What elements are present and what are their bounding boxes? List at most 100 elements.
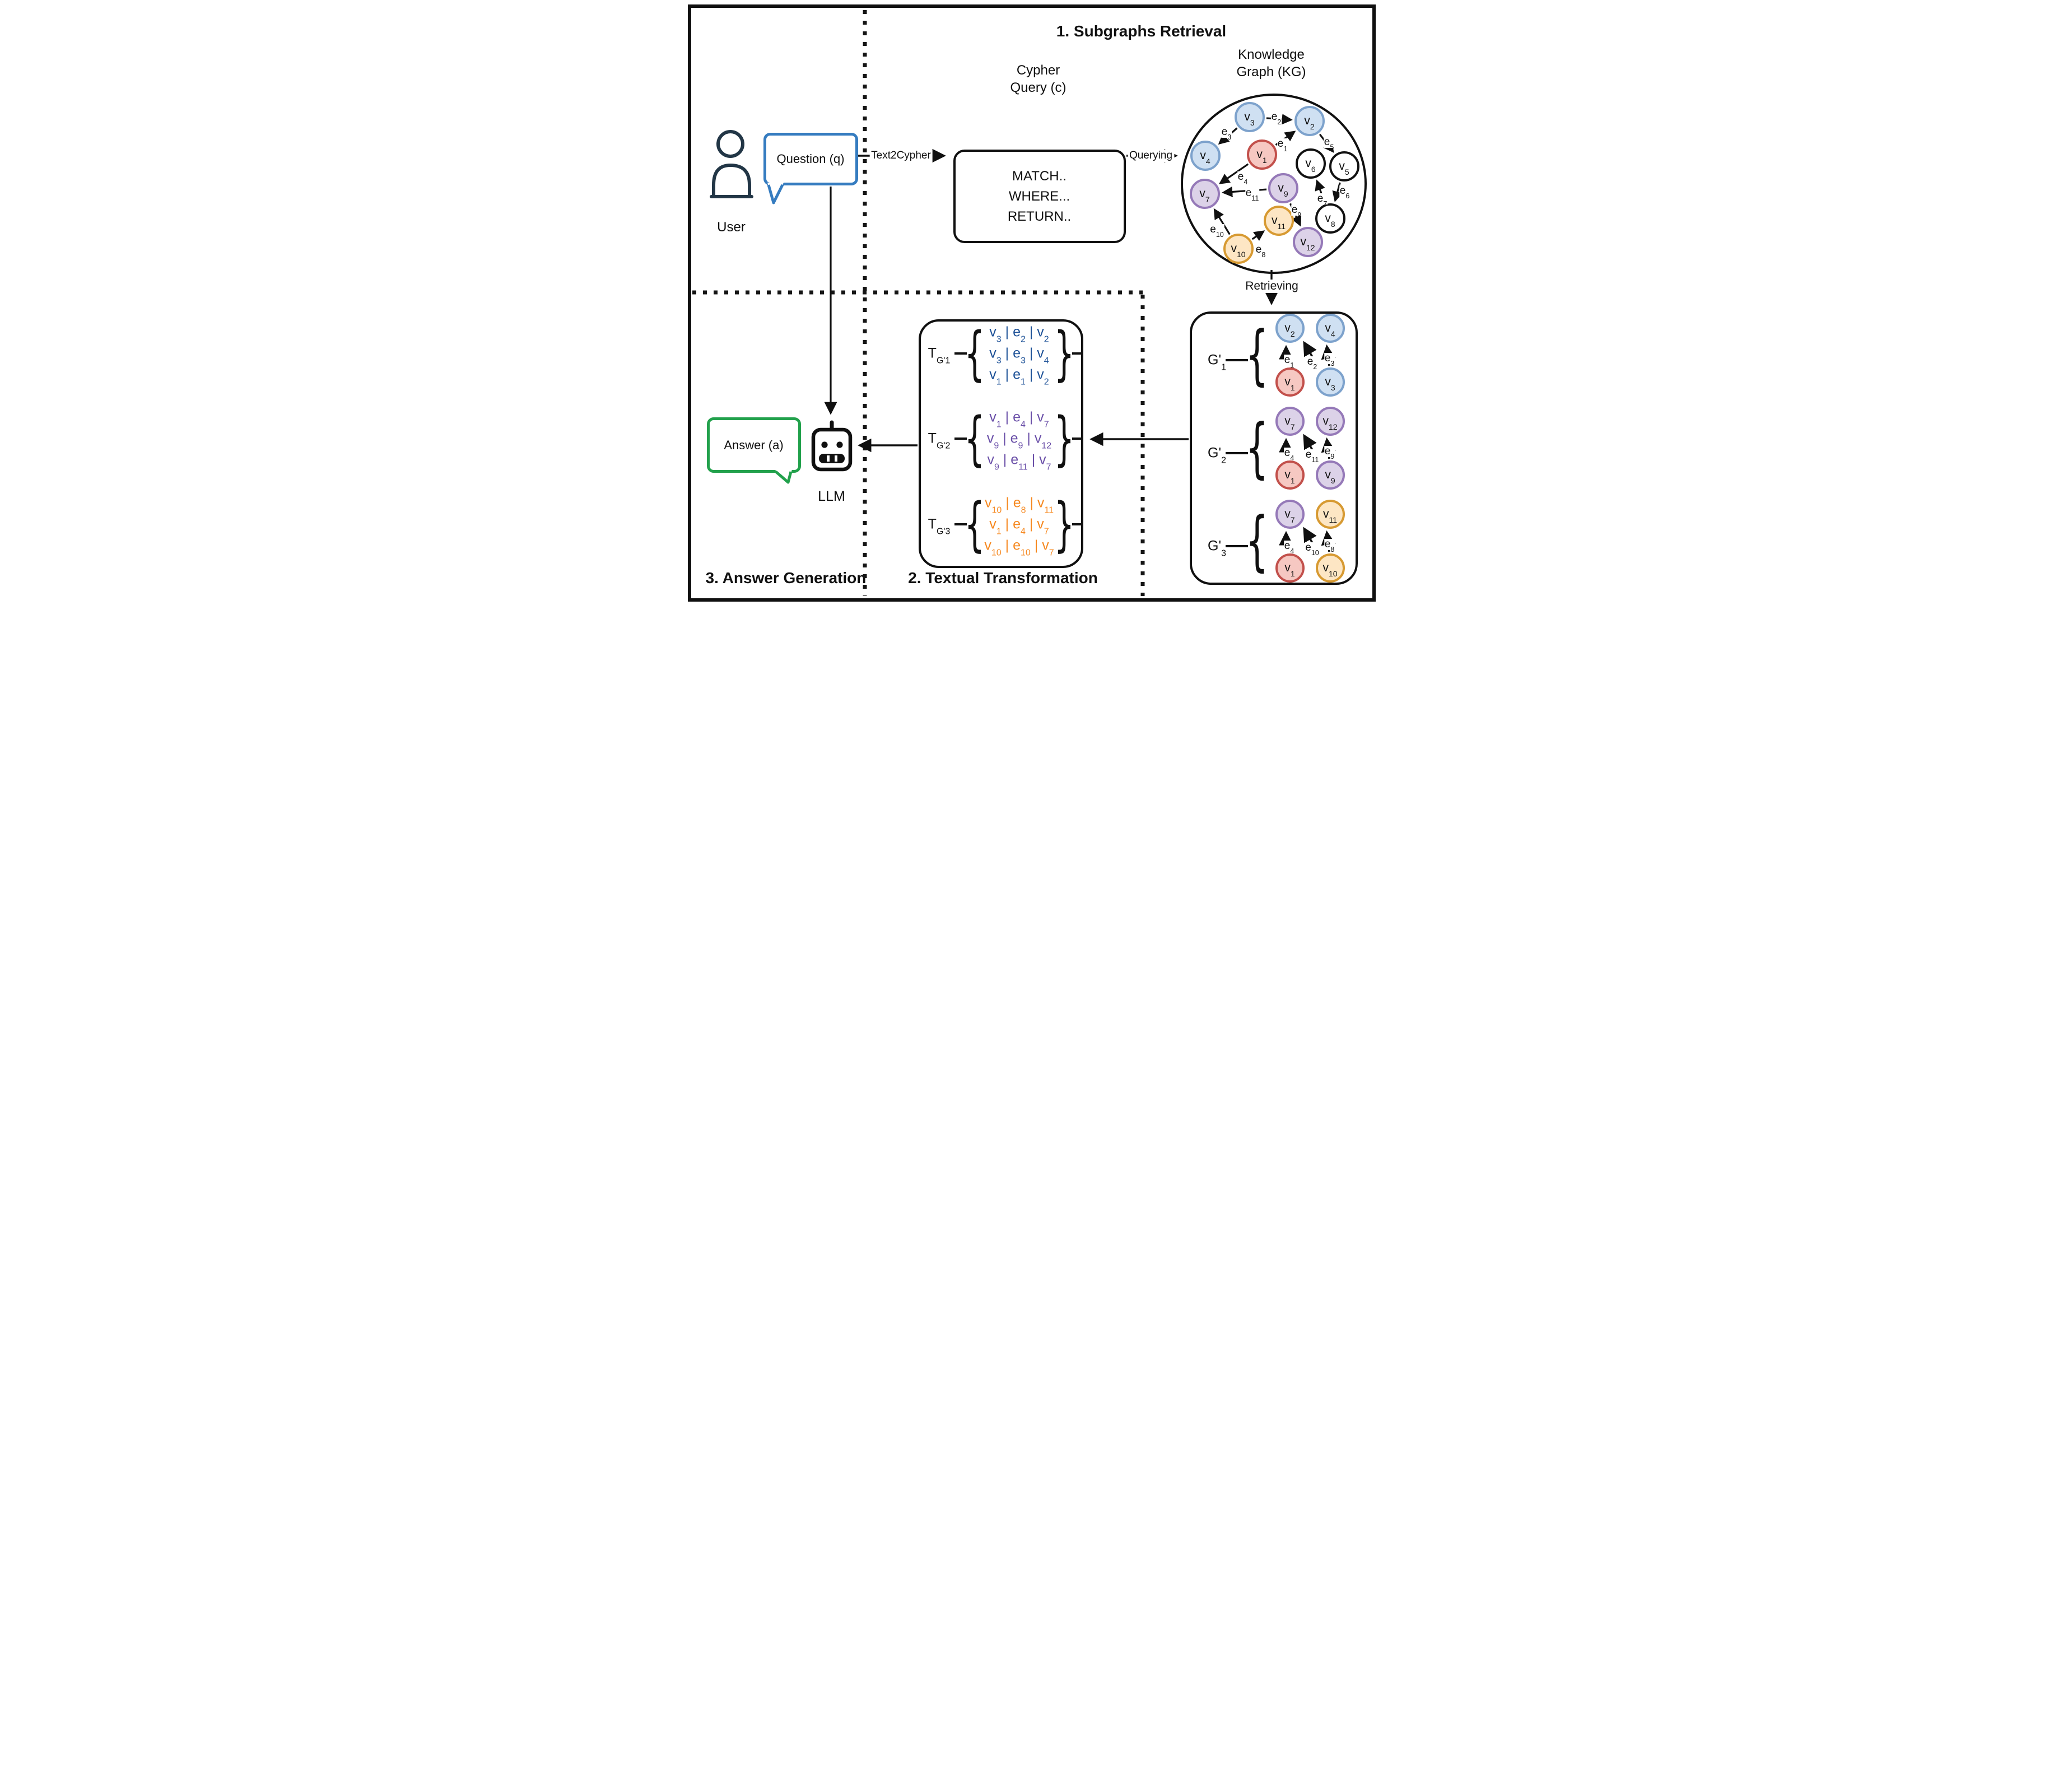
- querying-label: Querying: [1127, 150, 1175, 162]
- cypher-query-label-line2: Query (c): [1010, 80, 1067, 96]
- subgraph-g3-edge-label-mid: e10: [1305, 542, 1320, 557]
- triple-object: v7: [1042, 537, 1054, 558]
- node-label: v1: [1284, 561, 1295, 578]
- kg-edge-label-e5: e5: [1323, 136, 1335, 151]
- triple-row-t1-2: v3 | e3 | v4: [989, 345, 1049, 366]
- triple-row-t1-3: v1 | e1 | v2: [989, 366, 1049, 387]
- section-title-retrieval: 1. Subgraphs Retrieval: [1056, 22, 1227, 40]
- node-label: v7: [1284, 508, 1295, 524]
- triple-separator: |: [1001, 324, 1013, 340]
- subgraph-g1-node-v4-top: v4: [1315, 314, 1345, 343]
- robot-tooth-gap-2: [834, 455, 837, 462]
- triple-row-t3-2: v1 | e4 | v7: [989, 516, 1049, 537]
- kg-node-v3: v3: [1234, 102, 1265, 132]
- answer-label: Answer (a): [724, 437, 784, 452]
- robot-eye-left: [821, 441, 828, 448]
- node-label: v10: [1231, 242, 1246, 259]
- kg-node-v10: v10: [1223, 234, 1254, 264]
- node-label: v7: [1199, 187, 1210, 204]
- node-label: v7: [1284, 415, 1295, 431]
- triples-brace-close-t3: }: [1054, 490, 1074, 558]
- subgraph-g3-node-v10-bottom: v10: [1315, 553, 1345, 583]
- node-label: v1: [1284, 375, 1295, 392]
- triple-subject: v1: [989, 516, 1002, 537]
- kg-edge-label-e7: e7: [1316, 193, 1328, 208]
- subgraph-g1-edge-label-right: e3: [1324, 352, 1335, 367]
- triple-separator: |: [1001, 516, 1013, 532]
- node-label: v8: [1325, 212, 1335, 229]
- node-label: v1: [1284, 468, 1295, 485]
- triple-separator: |: [1025, 409, 1037, 425]
- triple-separator: |: [1030, 537, 1042, 553]
- triple-object: v12: [1034, 430, 1052, 451]
- subgraph-g2-edge-label-left: e4: [1283, 447, 1295, 462]
- node-label: v5: [1339, 160, 1349, 176]
- triples-brace-close-t2: }: [1054, 404, 1074, 473]
- robot-head: [811, 427, 852, 472]
- kg-node-v9: v9: [1268, 173, 1298, 203]
- subgraph-brace-g3: {: [1245, 503, 1268, 579]
- subgraph-g1-node-v2-top: v2: [1275, 314, 1305, 343]
- robot-icon: [811, 420, 852, 472]
- cypher-query-box: MATCH.. WHERE... RETURN..: [953, 150, 1126, 243]
- answer-bubble: Answer (a): [706, 417, 801, 473]
- triple-object: v2: [1037, 324, 1049, 345]
- text2cypher-label: Text2Cypher: [869, 150, 933, 162]
- triple-object: v4: [1037, 345, 1049, 366]
- user-icon-body: [711, 163, 751, 198]
- robot-mouth: [818, 454, 845, 463]
- triple-predicate: e8: [1013, 495, 1026, 515]
- question-label: Question (q): [776, 152, 845, 166]
- cypher-line-return: RETURN..: [1007, 208, 1072, 224]
- subgraph-g3-edge-label-left: e4: [1283, 540, 1295, 555]
- triple-row-t1-1: v3 | e2 | v2: [989, 324, 1049, 345]
- subgraph-g2-edge-label-right: e9: [1324, 445, 1335, 460]
- triple-subject: v3: [989, 324, 1002, 345]
- kg-node-v4: v4: [1190, 141, 1221, 171]
- kg-edge-label-e2: e2: [1270, 111, 1282, 126]
- user-icon-head: [716, 130, 744, 158]
- node-label: v12: [1300, 235, 1315, 252]
- triples-label-t1: TG'1: [928, 345, 951, 366]
- question-bubble: Question (q): [763, 133, 858, 185]
- robot-eye-right: [836, 441, 843, 448]
- kg-edge-label-e1: e1: [1277, 138, 1288, 153]
- cypher-line-where: WHERE...: [1008, 188, 1070, 204]
- triple-separator: |: [1025, 345, 1037, 361]
- subgraph-brace-g2: {: [1245, 410, 1268, 486]
- triples-brace-open-t3: {: [964, 490, 985, 558]
- subgraph-g1-node-v1-bottom: v1: [1275, 367, 1305, 397]
- question-bubble-tail: [767, 183, 784, 204]
- node-label: v4: [1325, 322, 1335, 338]
- subgraph-g2-edge-label-mid: e11: [1305, 449, 1320, 464]
- kg-edge-label-e4: e4: [1237, 171, 1249, 186]
- triple-separator: |: [1002, 495, 1013, 511]
- node-label: v2: [1284, 322, 1295, 338]
- figure-canvas: 1. Subgraphs Retrieval 2. Textual Transf…: [687, 4, 1376, 602]
- triple-predicate: e4: [1013, 516, 1026, 537]
- triple-row-t2-2: v9 | e9 | v12: [987, 430, 1052, 451]
- section-title-transformation: 2. Textual Transformation: [908, 569, 1098, 587]
- llm-label: LLM: [818, 488, 845, 504]
- triples-brace-open-t2: {: [964, 404, 985, 473]
- subgraph-brace-g1: {: [1245, 317, 1268, 393]
- triple-object: v7: [1037, 516, 1049, 537]
- triple-separator: |: [999, 452, 1011, 468]
- triple-subject: v1: [989, 366, 1002, 387]
- triple-separator: |: [1001, 537, 1013, 553]
- subgraph-label-g2: G'2: [1207, 445, 1227, 466]
- triple-separator: |: [1027, 452, 1040, 468]
- triple-separator: |: [1025, 324, 1037, 340]
- subgraph-g2-node-v9-bottom: v9: [1315, 460, 1345, 490]
- triple-subject: v10: [985, 495, 1002, 515]
- kg-circle: [1180, 94, 1367, 274]
- subgraph-label-g1: G'1: [1207, 352, 1227, 373]
- kg-node-v1: v1: [1246, 139, 1277, 170]
- kg-node-v5: v5: [1329, 151, 1359, 181]
- kg-edge-label-e6: e6: [1339, 185, 1351, 200]
- triple-separator: |: [1026, 495, 1037, 511]
- node-label: v1: [1256, 148, 1267, 165]
- triple-separator: |: [1001, 409, 1013, 425]
- subgraph-g3-node-v11-top: v11: [1315, 500, 1345, 529]
- subgraph-g2-node-v1-bottom: v1: [1275, 460, 1305, 490]
